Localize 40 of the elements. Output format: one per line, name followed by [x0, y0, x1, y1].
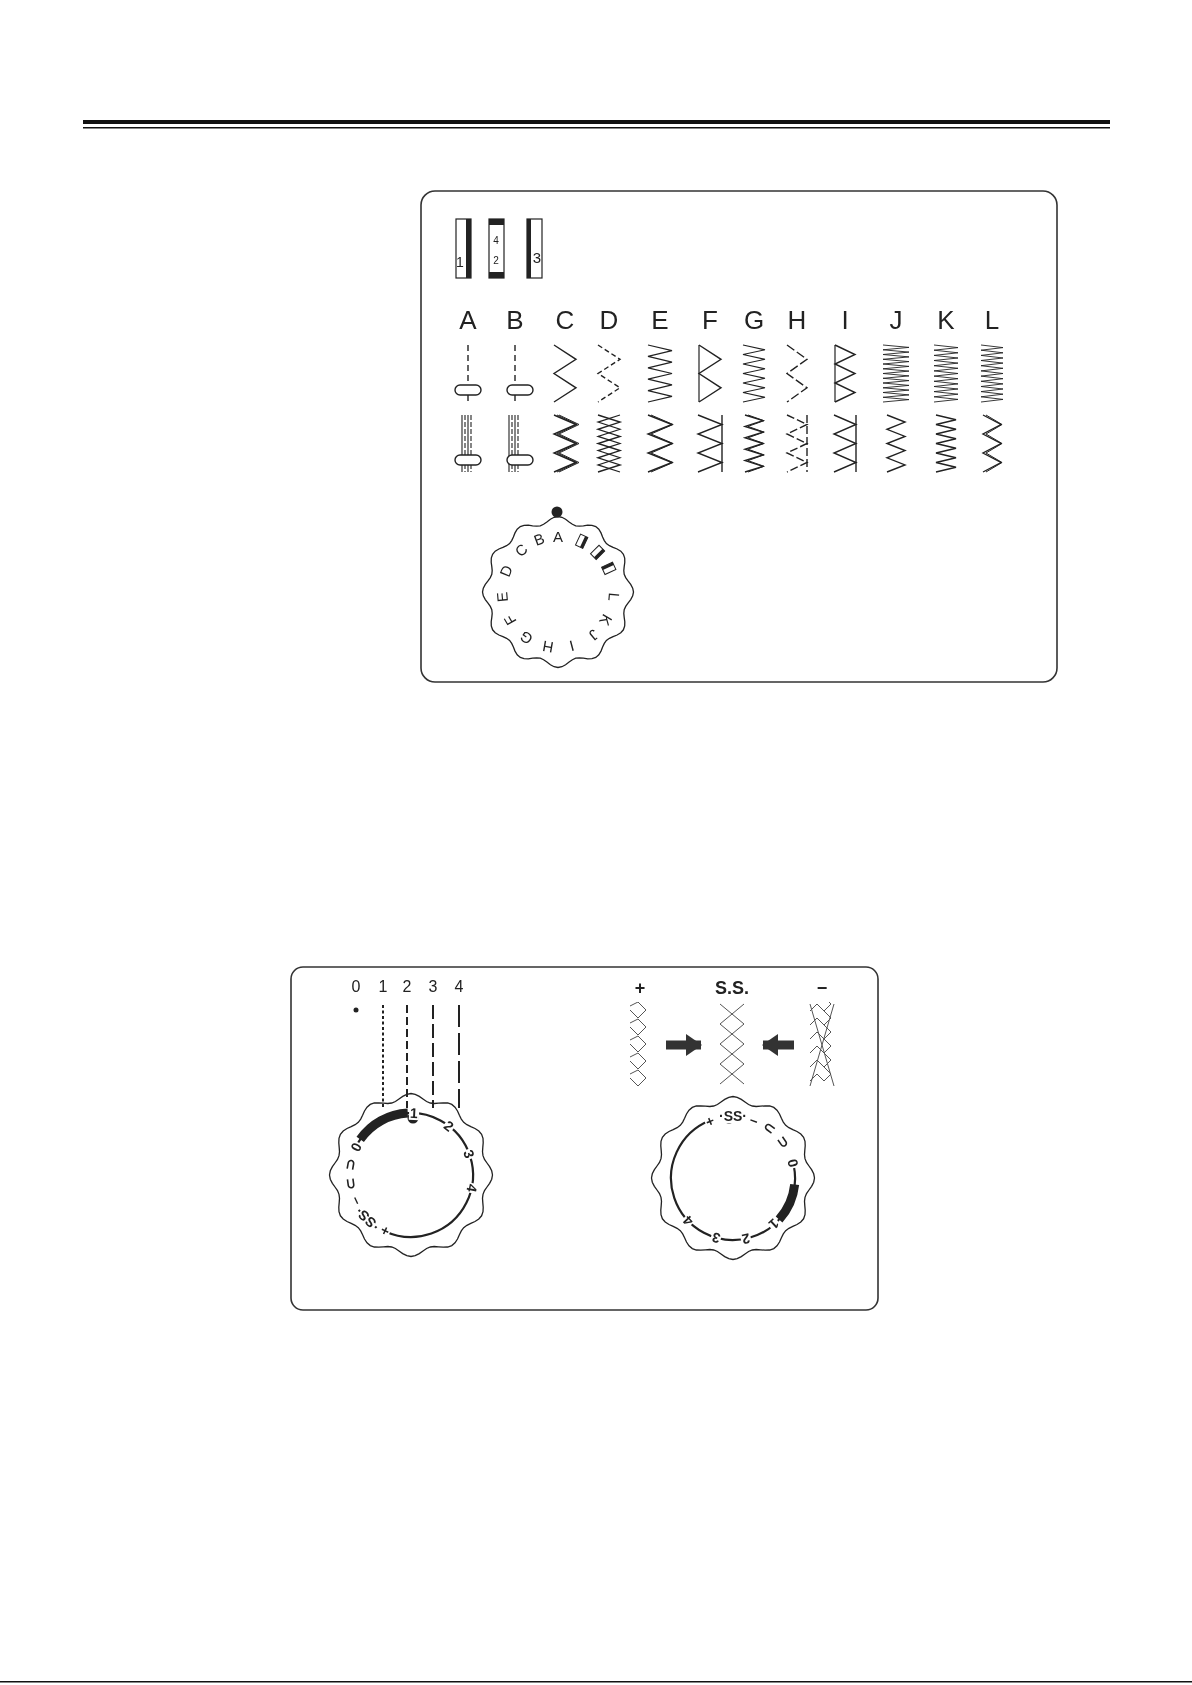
dial-marking: G: [516, 628, 535, 648]
foot-number: 1: [456, 255, 464, 269]
dial-marking: E: [494, 591, 511, 603]
dial-marking: J: [586, 626, 602, 644]
dial-marking: K: [597, 611, 616, 629]
arrow: [762, 1034, 794, 1056]
tension-label: S.S.: [714, 978, 750, 998]
dial-marking: A: [553, 528, 563, 544]
dial-marking: I: [568, 638, 577, 654]
dial-marking: C: [511, 541, 530, 560]
stitch-length-number: 1: [378, 979, 388, 995]
dial-marking: H: [541, 638, 555, 656]
stitch-letter: C: [555, 307, 575, 333]
dial-marking: 1: [409, 1105, 420, 1121]
stitch-length-number: 0: [351, 979, 361, 995]
foot-number: 4: [493, 236, 499, 246]
stitch-letter: J: [889, 307, 903, 333]
stitch-letter: H: [787, 307, 807, 333]
foot-number: 3: [532, 249, 542, 265]
stitch-letter: F: [702, 307, 718, 333]
stitch-length-number: 2: [402, 979, 412, 995]
stitch-letter: A: [459, 307, 477, 333]
arrow: [666, 1034, 702, 1056]
stitch-length-number: 4: [454, 979, 464, 995]
stitch-letter: I: [841, 307, 849, 333]
dial-marking: D: [497, 563, 516, 579]
dial-marking: ·SS·: [718, 1109, 748, 1123]
tension-label: +: [633, 978, 647, 998]
stitch-letter: G: [743, 307, 765, 333]
dial-marking: F: [500, 612, 519, 628]
stitch-letter: L: [984, 307, 1000, 333]
tension-label: −: [815, 978, 829, 998]
stitch-letter: E: [651, 307, 669, 333]
foot-number: 2: [493, 256, 499, 266]
dial-marking: B: [531, 530, 547, 549]
dial-marking: L: [605, 592, 622, 602]
stitch-length-number: 3: [428, 979, 438, 995]
stitch-letter: K: [937, 307, 955, 333]
stitch-letter: D: [599, 307, 619, 333]
stitch-letter: B: [506, 307, 524, 333]
